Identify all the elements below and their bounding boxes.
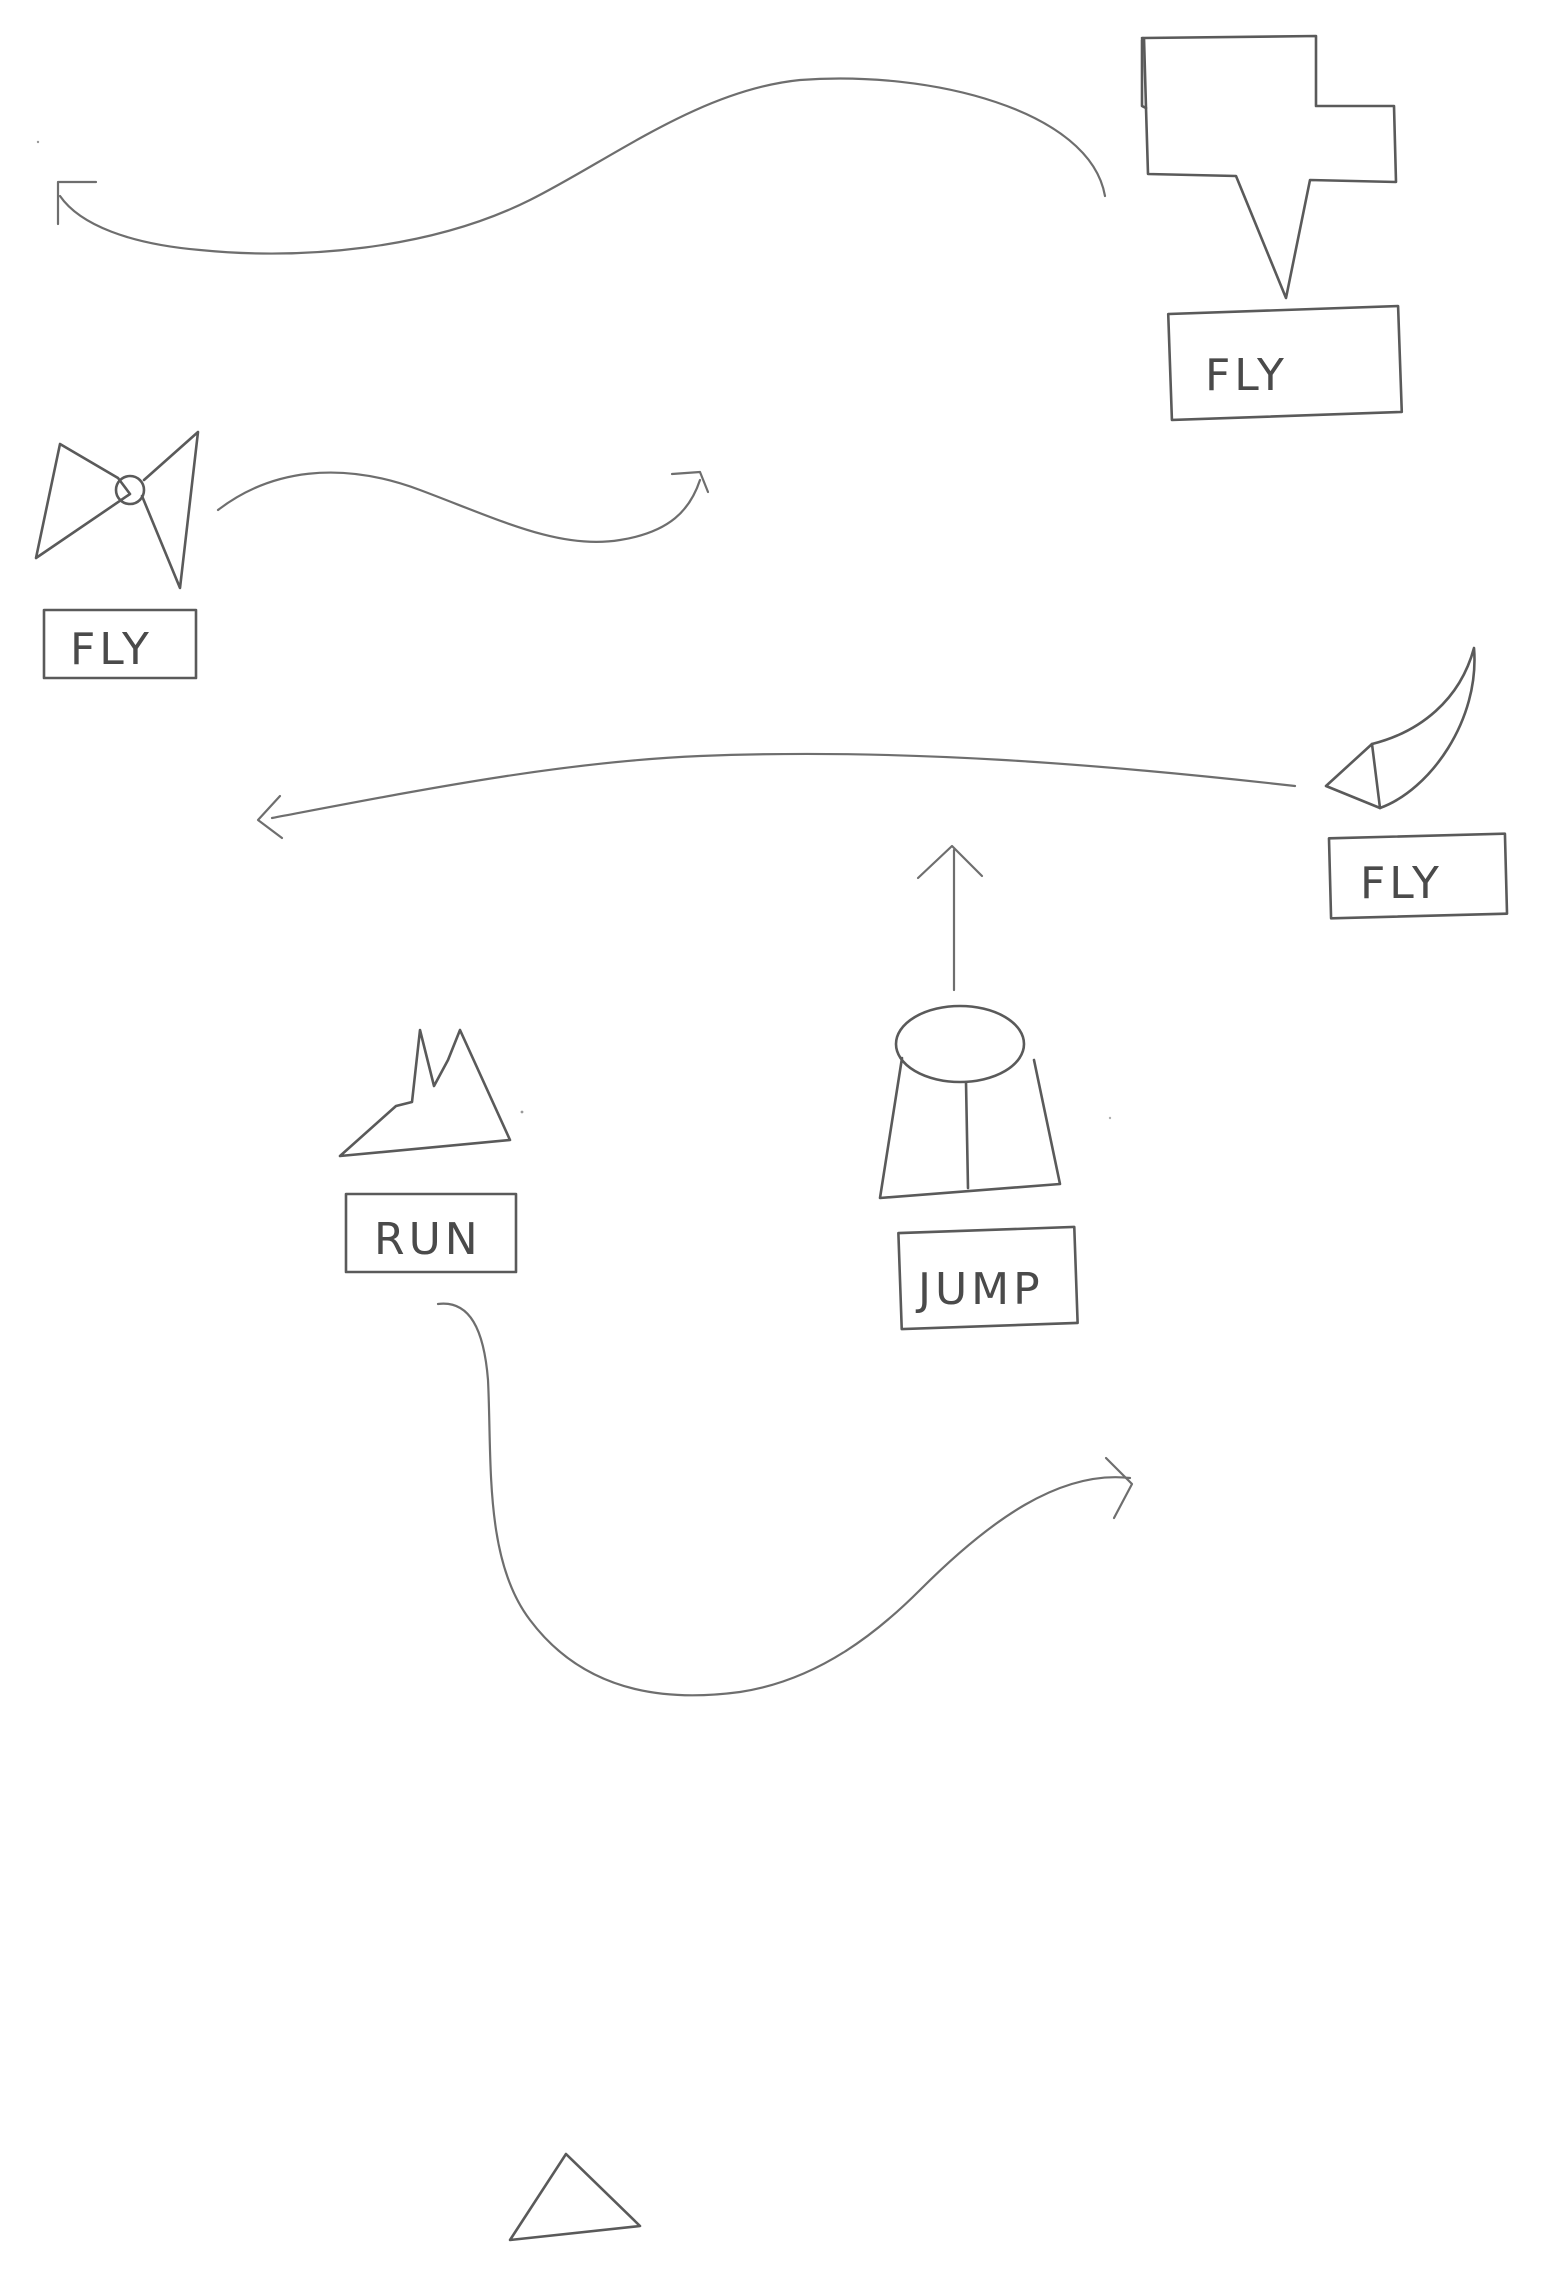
arrow-line [436,1302,1132,1697]
arrowhead [1104,1456,1134,1520]
node-label: JUMP [915,1264,1044,1315]
node-label: RUN [374,1214,482,1265]
label-box [344,1192,518,1274]
horn-tip [1324,742,1382,810]
node-fly-left: FLY [34,430,200,680]
label-box [1166,304,1404,422]
node-label: FLY [1360,858,1443,909]
node-label: FLY [70,624,153,675]
plus-shape-top-fill [1140,38,1148,110]
node-jump: JUMP [878,844,1079,1331]
bowtie-knot [114,474,146,506]
arrow-from-left-fly [216,470,710,544]
bowtie-right-wing [140,430,200,590]
double-peak-icon [338,1028,512,1158]
trapezoid-divider [964,1080,970,1190]
arrowhead [670,470,710,494]
arrowhead [56,180,98,226]
arrow-from-right-fly [256,752,1297,840]
trapezoid-body [878,1056,1062,1200]
arrowhead [256,794,284,840]
stray-dot [520,1110,524,1114]
arrowhead [916,844,984,880]
stray-marks [36,140,1112,1120]
node-label: FLY [1205,350,1288,401]
stray-dot [1108,1116,1112,1120]
label-box [42,608,198,680]
node-fly-top-right: FLY [1140,34,1404,422]
arrow-line [270,752,1297,820]
node-start [508,2152,642,2242]
crescent-horn-icon [1370,646,1476,810]
bowtie-icon [34,442,132,560]
arrow-from-run [436,1302,1134,1697]
arrow-line [58,77,1107,255]
triangle-icon [508,2152,642,2242]
label-box [897,1225,1079,1331]
arrow-line [216,471,702,544]
arrow-from-top-fly [56,77,1107,255]
stray-dot [36,140,40,144]
node-run: RUN [338,1028,518,1274]
node-fly-right: FLY [1324,646,1509,920]
trapezoid-cap-icon [894,1004,1026,1084]
label-box [1327,832,1509,920]
plus-shape-icon [1140,34,1398,300]
